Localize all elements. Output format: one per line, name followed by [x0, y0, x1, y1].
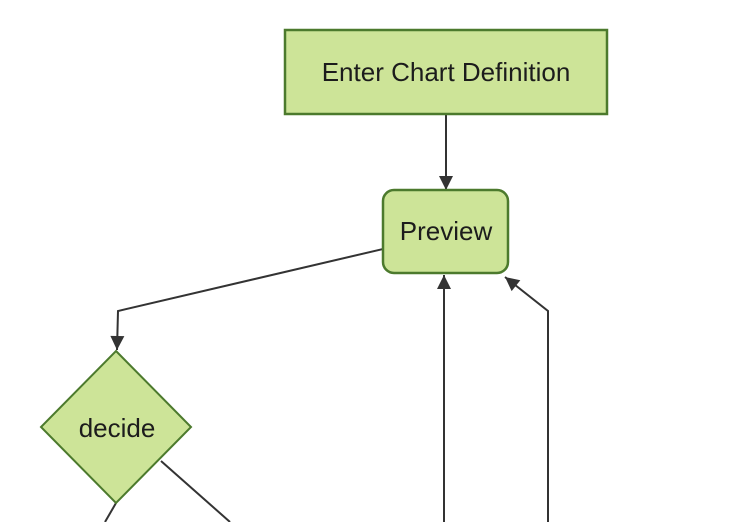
edge-layer	[104, 114, 549, 522]
node-decide: decide	[39, 349, 193, 505]
node-preview: Preview	[381, 188, 510, 275]
node-enter-chart-definition: Enter Chart Definition	[283, 28, 609, 116]
node-enter-chart-definition-shape	[283, 28, 609, 116]
node-preview-shape	[381, 188, 510, 275]
edge-preview-to-decide	[110, 248, 384, 351]
node-decide-shape	[39, 349, 193, 505]
node-enter-chart-definition-label: Enter Chart Definition	[322, 57, 571, 87]
edge-decide-to-bottom-right	[160, 460, 231, 522]
node-decide-label: decide	[79, 413, 156, 443]
node-preview-label: Preview	[400, 216, 493, 246]
edge-bottom-right-to-preview	[504, 276, 549, 522]
edge-decide-to-bottom-left	[104, 502, 117, 522]
